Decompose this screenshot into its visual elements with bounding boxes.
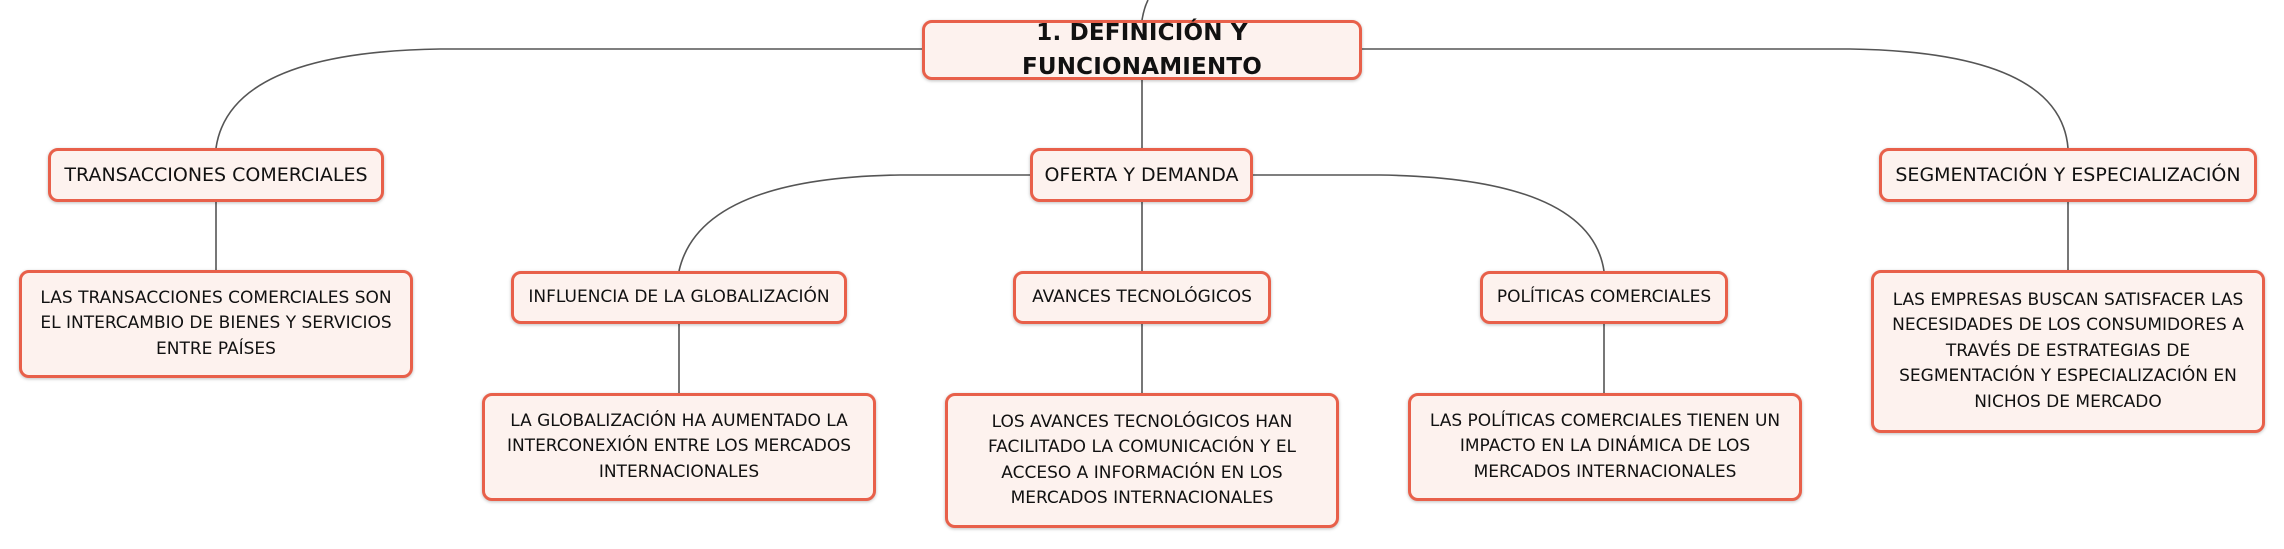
avances-detail-node[interactable]: LOS AVANCES TECNOLÓGICOS HAN FACILITADO …	[945, 393, 1339, 528]
segmentacion-detail-text: LAS EMPRESAS BUSCAN SATISFACER LAS NECES…	[1892, 289, 2244, 412]
politicas-detail-text: LAS POLÍTICAS COMERCIALES TIENEN UN IMPA…	[1429, 410, 1781, 482]
segmentacion-detail-node[interactable]: LAS EMPRESAS BUSCAN SATISFACER LAS NECES…	[1871, 270, 2265, 433]
topic-segmentacion-node[interactable]: SEGMENTACIÓN Y ESPECIALIZACIÓN	[1879, 148, 2257, 202]
connector-oferta-globalizacion	[678, 174, 1030, 272]
connector-root-parent	[1141, 0, 1149, 21]
root-label: 1. DEFINICIÓN Y FUNCIONAMIENTO	[1021, 19, 1263, 81]
transacciones-detail-text: LAS TRANSACCIONES COMERCIALES SON EL INT…	[40, 287, 392, 359]
transacciones-detail-node[interactable]: LAS TRANSACCIONES COMERCIALES SON EL INT…	[19, 270, 413, 378]
politicas-detail-node[interactable]: LAS POLÍTICAS COMERCIALES TIENEN UN IMPA…	[1408, 393, 1802, 501]
topic-transacciones-node[interactable]: TRANSACCIONES COMERCIALES	[48, 148, 384, 202]
connector-root-transacciones	[215, 48, 922, 149]
topic-segmentacion-label: SEGMENTACIÓN Y ESPECIALIZACIÓN	[1895, 163, 2241, 186]
topic-oferta-node[interactable]: OFERTA Y DEMANDA	[1030, 148, 1253, 202]
globalizacion-detail-node[interactable]: LA GLOBALIZACIÓN HA AUMENTADO LA INTERCO…	[482, 393, 876, 501]
subtopic-politicas-label: POLÍTICAS COMERCIALES	[1496, 286, 1712, 307]
avances-detail-text: LOS AVANCES TECNOLÓGICOS HAN FACILITADO …	[987, 411, 1297, 509]
globalizacion-detail-text: LA GLOBALIZACIÓN HA AUMENTADO LA INTERCO…	[506, 410, 852, 482]
root-node[interactable]: 1. DEFINICIÓN Y FUNCIONAMIENTO	[922, 20, 1362, 80]
connector-root-segmentacion	[1362, 48, 2069, 149]
subtopic-globalizacion-label: INFLUENCIA DE LA GLOBALIZACIÓN	[528, 286, 830, 307]
connector-oferta-politicas	[1253, 174, 1605, 272]
subtopic-avances-label: AVANCES TECNOLÓGICOS	[1032, 286, 1252, 307]
subtopic-globalizacion-node[interactable]: INFLUENCIA DE LA GLOBALIZACIÓN	[511, 271, 847, 324]
topic-oferta-label: OFERTA Y DEMANDA	[1044, 163, 1239, 186]
subtopic-avances-node[interactable]: AVANCES TECNOLÓGICOS	[1013, 271, 1271, 324]
topic-transacciones-label: TRANSACCIONES COMERCIALES	[64, 163, 368, 186]
subtopic-politicas-node[interactable]: POLÍTICAS COMERCIALES	[1480, 271, 1728, 324]
